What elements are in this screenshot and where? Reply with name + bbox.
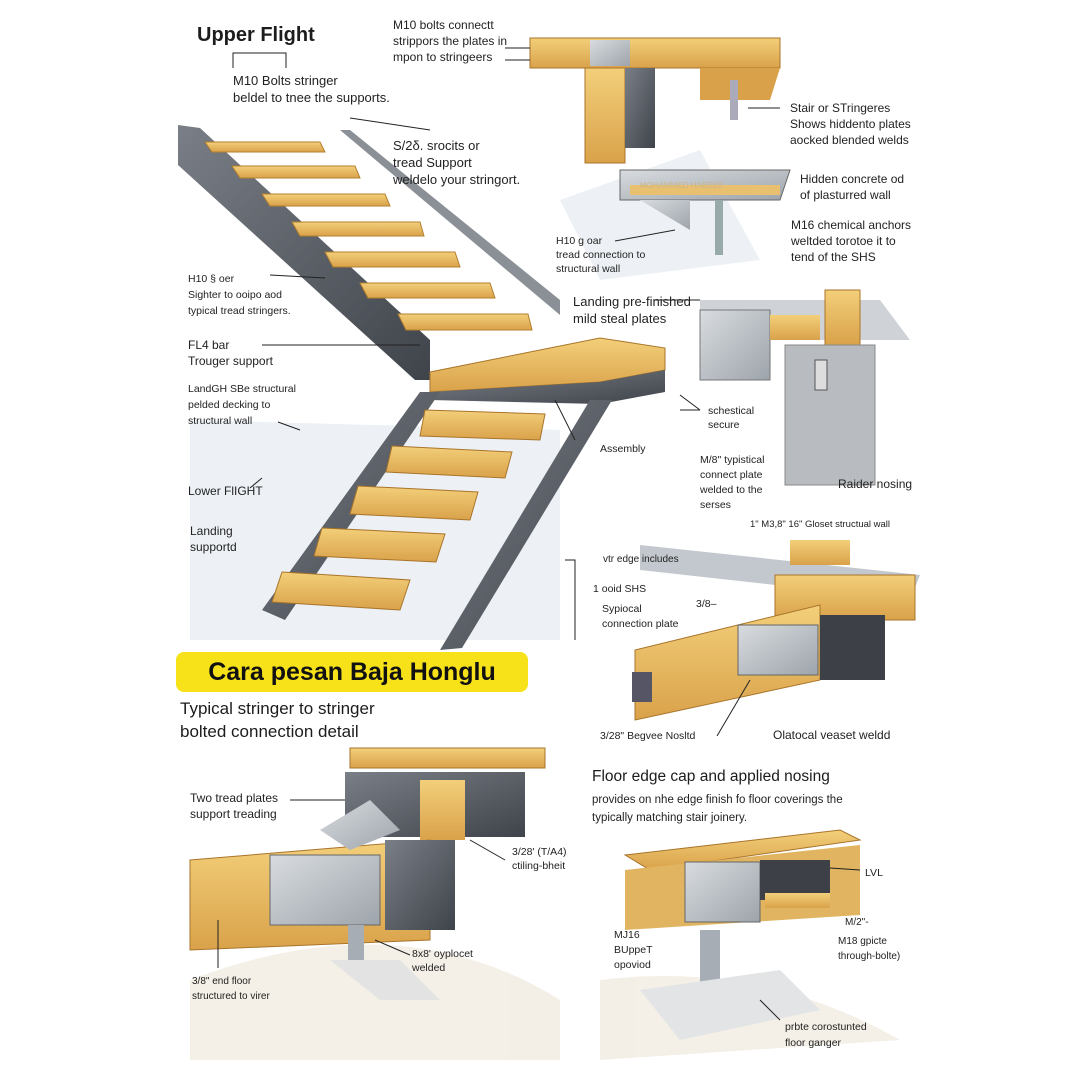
lower-stringer-2 [440, 400, 612, 650]
watermark: MOHAMMED HABEEB [640, 181, 723, 190]
label-gloset-wall: 1" M3,8" 16" Gloset structual wall [750, 519, 891, 530]
label-ooid-shs: 1 ooid SHS [593, 583, 647, 595]
label-olatocal: Olatocal veaset weldd [773, 728, 891, 742]
label-begvee: 3/28" Begvee Nosltd [600, 730, 696, 742]
inner-stringer [340, 130, 560, 315]
label-raider-nosing: Raider nosing [838, 477, 913, 491]
stringer-connection-detail [189, 747, 546, 1000]
upper-flight [178, 125, 560, 380]
floor-edge-detail [623, 829, 862, 1040]
lower-treads [271, 409, 546, 611]
label-assembly: Assembly [600, 443, 646, 455]
top-bracket-detail [529, 37, 791, 255]
upper-treads [204, 141, 533, 331]
page-title: Upper Flight [197, 24, 315, 46]
floor-section-description: provides on nhe edge finish fo floor cov… [592, 794, 843, 824]
label-lvl: LVL [865, 867, 883, 879]
lower-flight [262, 392, 612, 650]
label-ctiling: 3/28' (T/A4)ctiling-bheit [512, 846, 567, 872]
outer-stringer [178, 125, 430, 380]
floor-section-title: Floor edge cap and applied nosing [592, 768, 830, 785]
leader-lines [217, 47, 861, 1021]
label-three-eighths: 3/8– [696, 598, 717, 610]
label-vtr-edge: vtr edge includes [603, 554, 679, 565]
label-lower-flight: Lower FlIGHT [188, 484, 263, 498]
label-m2: M/2"- [845, 917, 869, 928]
landing [429, 337, 666, 404]
landing-plate-detail [699, 289, 910, 486]
promo-banner: Cara pesan Baja Honglu [176, 652, 528, 692]
shs-beam-detail [632, 540, 920, 721]
